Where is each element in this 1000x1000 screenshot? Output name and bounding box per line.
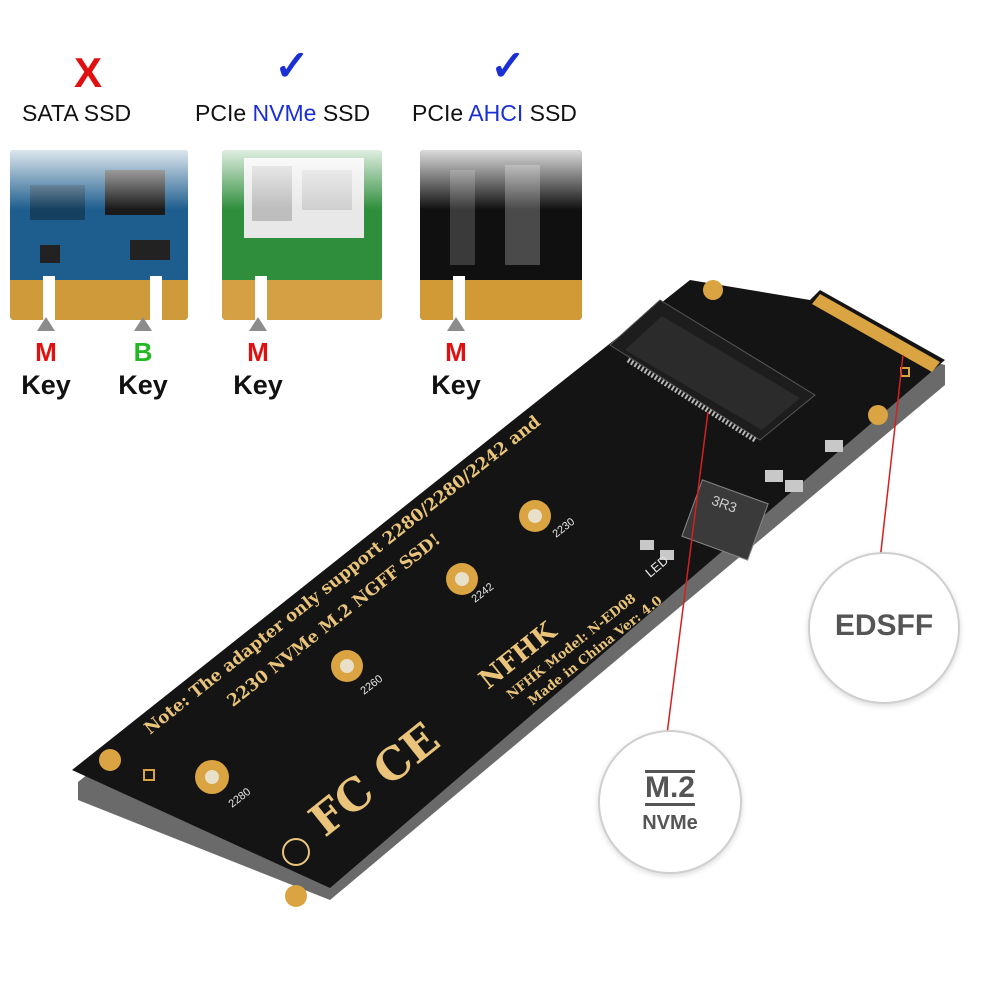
m-key-letter: M (247, 337, 269, 367)
key-label: Key (233, 370, 283, 400)
sata-ssd-card-image (10, 150, 188, 320)
m-key-letter: M (445, 337, 467, 367)
nvme-ssd-label: PCIe NVMe SSD (195, 100, 371, 126)
supported-check-icon: ✓ (490, 42, 526, 89)
ahci-ssd-label: PCIe AHCI SSD (412, 100, 577, 126)
edsff-callout-line (879, 354, 904, 561)
m2-nvme-callout: M.2 NVMe (598, 730, 742, 874)
pin1-marker-icon (143, 769, 155, 781)
nvme-ssd-card-image (222, 150, 382, 320)
m2-label: M.2 (644, 770, 695, 806)
m-key-arrow-icon (37, 317, 55, 331)
m-key-arrow-icon (249, 317, 267, 331)
key-label: Key (118, 370, 168, 400)
sata-ssd-label: SATA SSD (22, 100, 132, 126)
m2-connector (609, 299, 816, 443)
m2-callout-line (665, 411, 709, 743)
b-key-arrow-icon (134, 317, 152, 331)
nvme-label: NVMe (642, 812, 698, 834)
edsff-label: EDSFF (834, 609, 934, 642)
edsff-callout: EDSFF (808, 552, 960, 704)
key-label: Key (21, 370, 71, 400)
supported-check-icon: ✓ (274, 42, 310, 89)
nf-logo-icon (282, 838, 310, 866)
key-label: Key (431, 370, 481, 400)
ahci-ssd-card-image (420, 150, 582, 320)
edsff-gold-fingers (812, 294, 940, 372)
b-key-letter: B (133, 337, 153, 367)
m-key-arrow-icon (447, 317, 465, 331)
mounting-holes (99, 280, 888, 907)
m-key-letter: M (35, 337, 57, 367)
smd-components: 3R3 (640, 440, 843, 561)
pcb-body (72, 280, 945, 888)
not-supported-x-icon: X (73, 49, 102, 96)
